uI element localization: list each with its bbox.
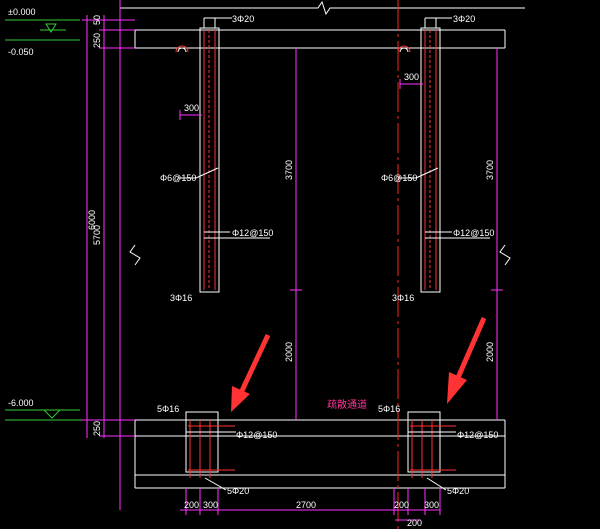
right-tie-leader bbox=[425, 231, 490, 239]
left-tie-leader bbox=[204, 231, 270, 239]
left-bottom-bars-text: 3Φ16 bbox=[170, 293, 192, 303]
left-column bbox=[175, 17, 232, 293]
left-h-lower-text: 2000 bbox=[284, 342, 294, 362]
base-right-tie-text: Φ12@150 bbox=[457, 430, 498, 440]
base-right-rebar bbox=[407, 411, 456, 478]
annotation-arrow-right bbox=[447, 317, 487, 404]
bottom-dim-5: 300 bbox=[424, 500, 439, 510]
left-stirrup-leader bbox=[178, 167, 219, 179]
right-column bbox=[397, 17, 452, 293]
right-offset-text: 300 bbox=[404, 72, 419, 82]
dim-d-text: 250 bbox=[92, 421, 102, 436]
side-break-markers bbox=[129, 244, 511, 266]
right-offset-dim bbox=[399, 79, 423, 89]
dim-total-text: 6000 bbox=[87, 210, 97, 230]
base-right-bottom-leader bbox=[426, 477, 447, 491]
dim-a-text: 50 bbox=[92, 15, 102, 25]
left-offset-text: 300 bbox=[184, 103, 199, 113]
bottom-dim-1: 200 bbox=[184, 500, 199, 510]
level-bottom-text: -6.000 bbox=[8, 398, 34, 408]
right-h-upper-text: 3700 bbox=[485, 160, 495, 180]
right-h-lower-text: 2000 bbox=[485, 342, 495, 362]
bottom-dim-4: 200 bbox=[394, 500, 409, 510]
dim-c-text: 5700 bbox=[92, 225, 102, 245]
left-offset-dim bbox=[179, 110, 202, 120]
base-right-top-bars-text: 5Φ16 bbox=[378, 404, 400, 414]
level-marker-top: ±0.000 -0.050 bbox=[5, 7, 80, 57]
base-left-rebar bbox=[185, 411, 236, 478]
right-height-dims bbox=[491, 48, 503, 420]
left-top-bars-text: 3Φ20 bbox=[232, 14, 254, 24]
right-bottom-bars-text: 3Φ16 bbox=[392, 293, 414, 303]
base-right-bottom-bars-text: 5Φ20 bbox=[447, 486, 469, 496]
left-tie-text: Φ12@150 bbox=[232, 228, 273, 238]
passage-label: 疏散通道 bbox=[327, 398, 367, 411]
left-stirrups-text: Φ6@150 bbox=[160, 173, 196, 183]
right-stirrup-leader bbox=[398, 167, 439, 179]
dim-b-text: 250 bbox=[92, 33, 102, 48]
right-top-bars-text: 3Φ20 bbox=[453, 14, 475, 24]
base-left-bottom-leader bbox=[204, 477, 227, 491]
level-marker-bottom: -6.000 bbox=[5, 398, 90, 421]
right-stirrups-text: Φ6@150 bbox=[381, 173, 417, 183]
bottom-dimension-lines bbox=[180, 488, 441, 521]
left-h-upper-text: 3700 bbox=[284, 160, 294, 180]
base-left-top-bars-text: 5Φ16 bbox=[157, 404, 179, 414]
left-height-dims bbox=[290, 48, 302, 420]
level-second-text: -0.050 bbox=[8, 47, 34, 57]
break-line-top bbox=[120, 0, 525, 16]
level-top-text: ±0.000 bbox=[8, 7, 35, 17]
annotation-arrow-left bbox=[231, 333, 271, 412]
bottom-dim-2: 300 bbox=[203, 500, 218, 510]
bottom-dim-6: 200 bbox=[407, 518, 422, 528]
right-tie-text: Φ12@150 bbox=[453, 228, 494, 238]
base-left-tie-text: Φ12@150 bbox=[236, 430, 277, 440]
bottom-dim-3: 2700 bbox=[296, 500, 316, 510]
left-dimension-lines bbox=[82, 0, 135, 510]
base-left-bottom-bars-text: 5Φ20 bbox=[227, 486, 249, 496]
frame-lines bbox=[134, 29, 506, 489]
